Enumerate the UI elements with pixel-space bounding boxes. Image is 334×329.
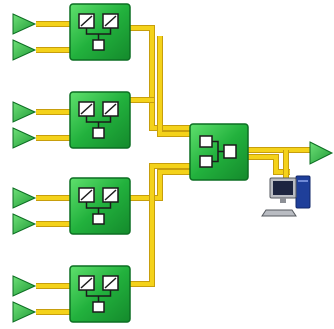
module-wire bbox=[85, 202, 112, 214]
module-cable-1 bbox=[130, 26, 190, 130]
input-arrow-icon bbox=[12, 127, 37, 149]
output-square bbox=[92, 127, 105, 139]
hub-module-icon bbox=[189, 123, 249, 181]
module-wire bbox=[85, 28, 112, 40]
hub-square-top bbox=[199, 135, 213, 148]
module-box bbox=[69, 265, 131, 323]
module-box bbox=[69, 177, 131, 235]
module-wire bbox=[85, 116, 112, 128]
group-2-module bbox=[69, 91, 131, 149]
input-arrow-icon bbox=[12, 301, 37, 323]
input-arrow-3 bbox=[12, 101, 37, 123]
module-cable-3 bbox=[130, 170, 190, 200]
output-square bbox=[92, 301, 105, 313]
computer-keyboard bbox=[261, 209, 297, 217]
computer-icon bbox=[261, 175, 311, 217]
group-4-module bbox=[69, 265, 131, 323]
output-square bbox=[92, 39, 105, 51]
module-box bbox=[69, 3, 131, 61]
input-arrow-icon bbox=[12, 213, 37, 235]
input-arrow-icon bbox=[12, 39, 37, 61]
group-1-module bbox=[69, 3, 131, 61]
input-arrow-icon bbox=[12, 275, 37, 297]
input-arrow-icon bbox=[12, 13, 37, 35]
group-module-icon bbox=[78, 13, 119, 51]
hub-square-bottom bbox=[199, 155, 213, 168]
input-arrow-2 bbox=[12, 39, 37, 61]
trunk-cable-a bbox=[158, 36, 190, 136]
trunk-cable-a-shadow bbox=[157, 36, 190, 137]
group-module-icon bbox=[78, 187, 119, 225]
sensor-diagonal bbox=[104, 103, 117, 115]
module-layer bbox=[69, 3, 131, 323]
hub-wire bbox=[212, 140, 224, 163]
sensor-diagonal bbox=[80, 189, 93, 201]
sensor-diagonal bbox=[104, 277, 117, 289]
sensor-diagonal bbox=[80, 103, 93, 115]
input-arrow-icon bbox=[12, 187, 37, 209]
cable-layer bbox=[36, 21, 312, 315]
tower-slot bbox=[298, 180, 308, 182]
input-arrow-4 bbox=[12, 127, 37, 149]
group-module-icon bbox=[78, 101, 119, 139]
monitor-screen bbox=[273, 181, 293, 195]
input-arrow-5 bbox=[12, 187, 37, 209]
input-layer bbox=[12, 13, 37, 323]
hub-layer bbox=[189, 123, 249, 181]
output-arrow-icon bbox=[309, 141, 334, 165]
group-module-icon bbox=[78, 275, 119, 313]
input-arrow-7 bbox=[12, 275, 37, 297]
sensor-diagonal bbox=[80, 277, 93, 289]
sensor-diagonal bbox=[104, 189, 117, 201]
input-arrow-8 bbox=[12, 301, 37, 323]
monitor-stand bbox=[280, 198, 286, 203]
output-layer bbox=[261, 141, 334, 217]
module-cable-4 bbox=[130, 164, 190, 286]
group-3-module bbox=[69, 177, 131, 235]
sensor-diagonal bbox=[80, 15, 93, 27]
module-wire bbox=[85, 290, 112, 302]
hub-square-right bbox=[223, 144, 237, 159]
input-arrow-6 bbox=[12, 213, 37, 235]
module-box bbox=[69, 91, 131, 149]
sensor-diagonal bbox=[104, 15, 117, 27]
input-arrow-1 bbox=[12, 13, 37, 35]
output-square bbox=[92, 213, 105, 225]
input-arrow-icon bbox=[12, 101, 37, 123]
